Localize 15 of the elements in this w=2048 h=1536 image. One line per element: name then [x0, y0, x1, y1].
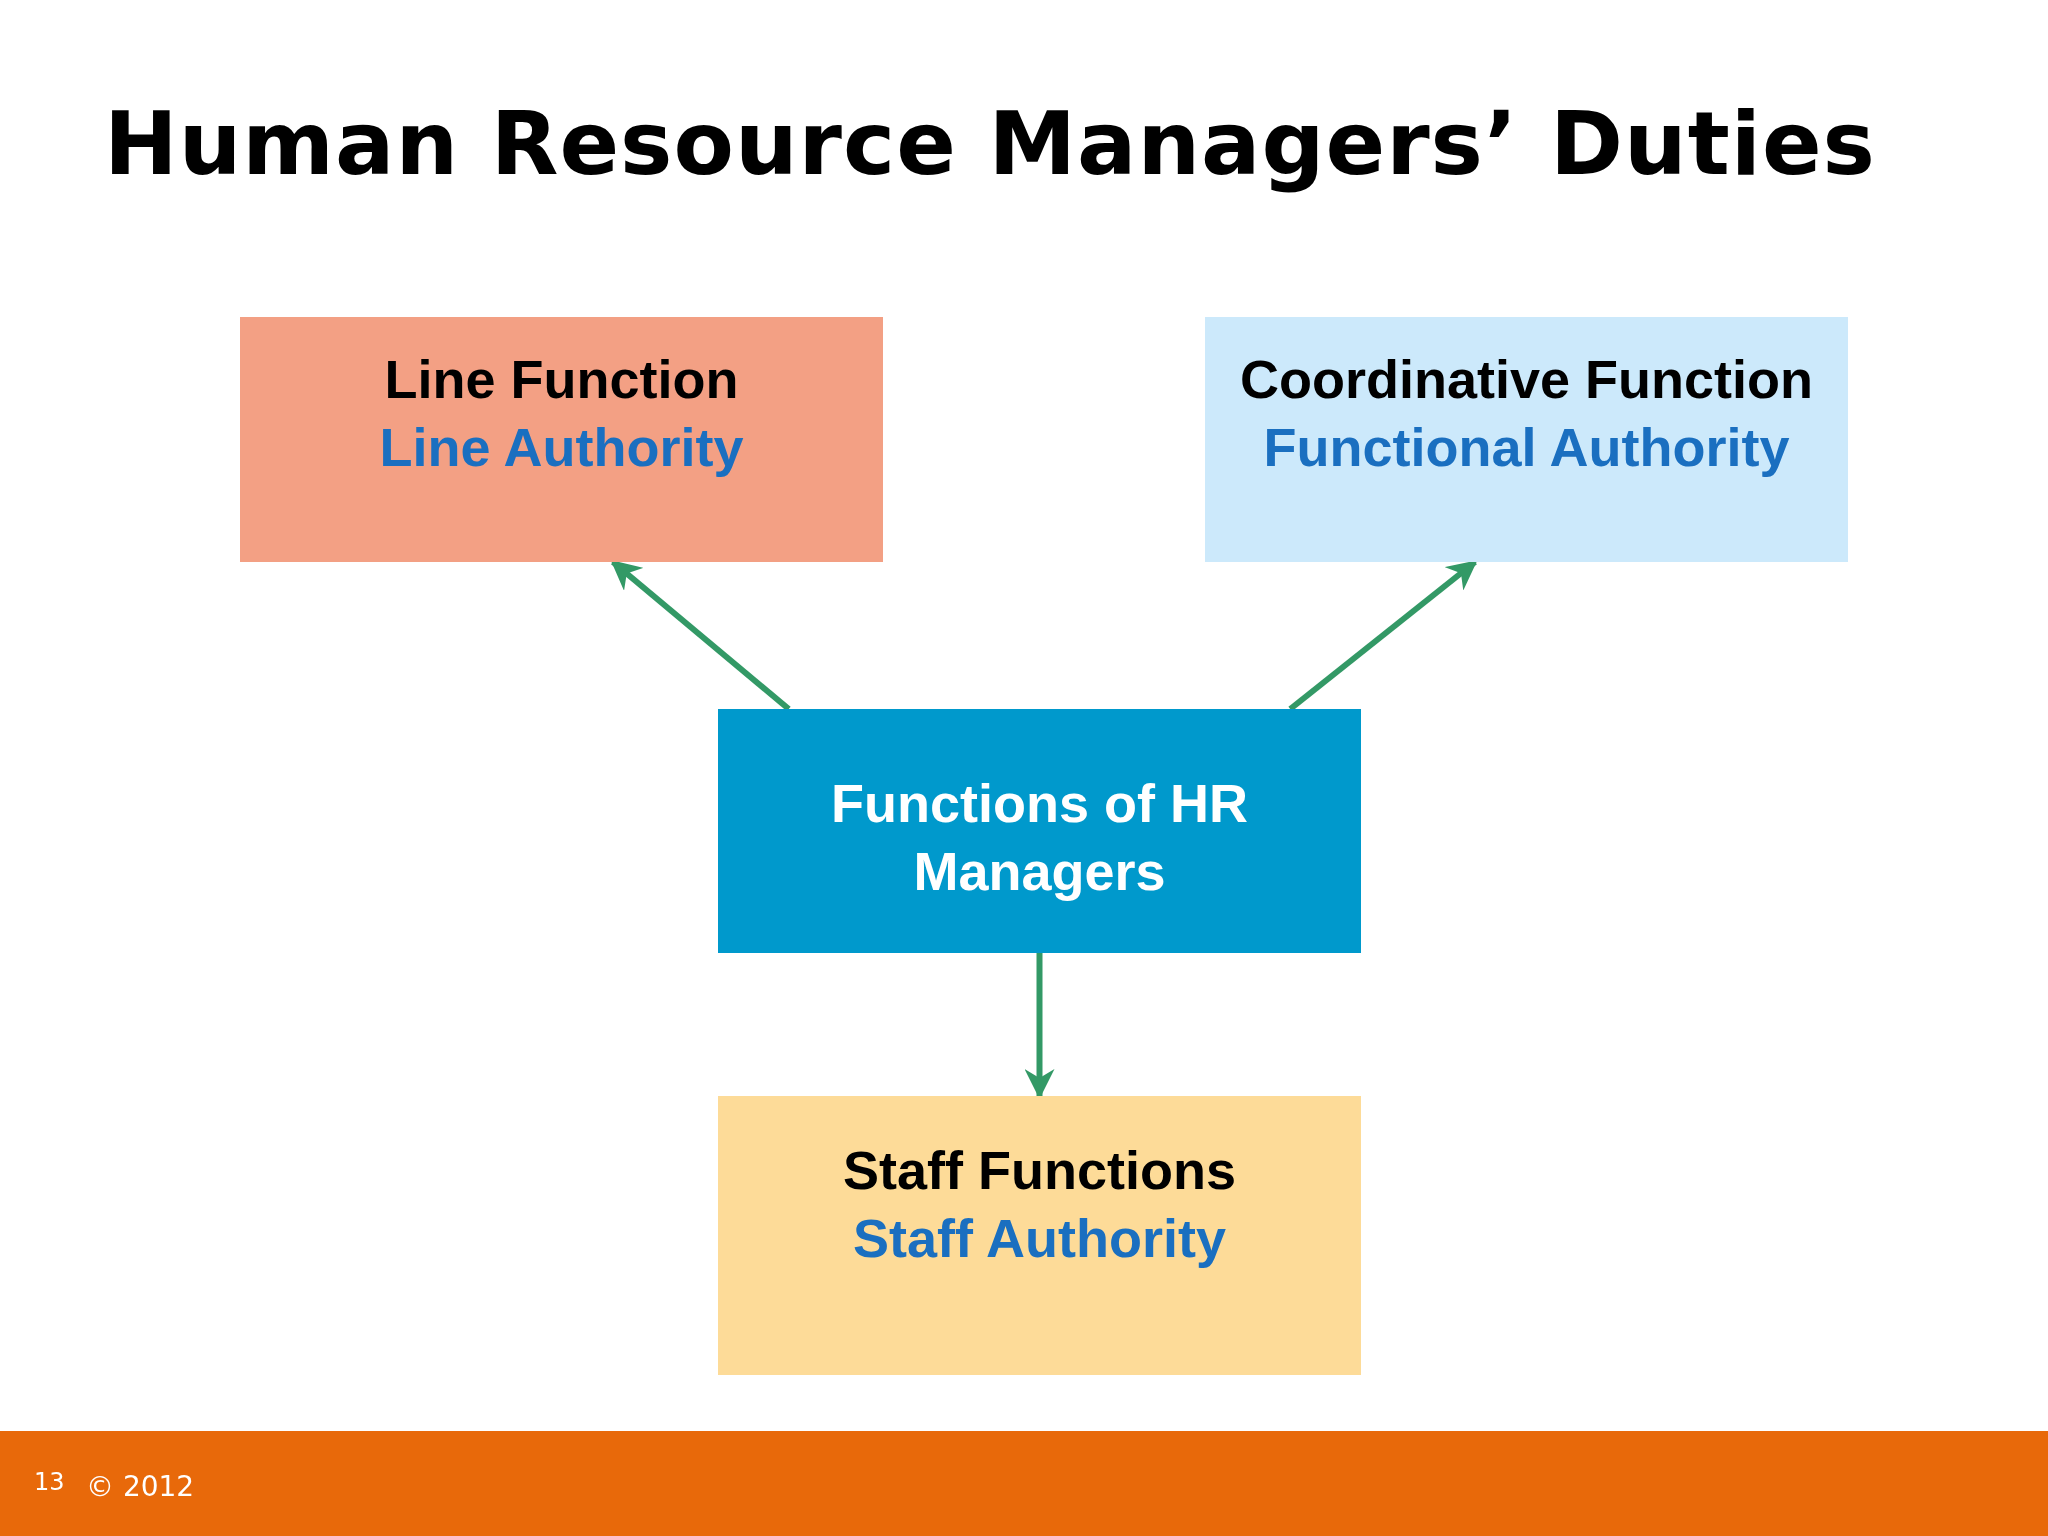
process-box [718, 709, 1361, 953]
box-heading: Functions of HR Managers [830, 772, 1249, 903]
box-subheading: Line Authority [379, 416, 744, 479]
copyright-note: © 2012 [86, 1470, 195, 1503]
slide-number: 13 [34, 1468, 65, 1496]
process-box [718, 1096, 1361, 1375]
box-heading: Line Function [384, 348, 739, 411]
process-box [240, 317, 883, 562]
box-subheading: Functional Authority [1263, 416, 1790, 479]
box-heading: Coordinative Function [1240, 348, 1813, 411]
slide-title: Human Resource Managers’ Duties [104, 92, 1876, 195]
box-heading: Staff Functions [843, 1139, 1236, 1202]
process-box [1205, 317, 1848, 562]
box-subheading: Staff Authority [853, 1207, 1226, 1270]
arrow [1024, 953, 1055, 1099]
